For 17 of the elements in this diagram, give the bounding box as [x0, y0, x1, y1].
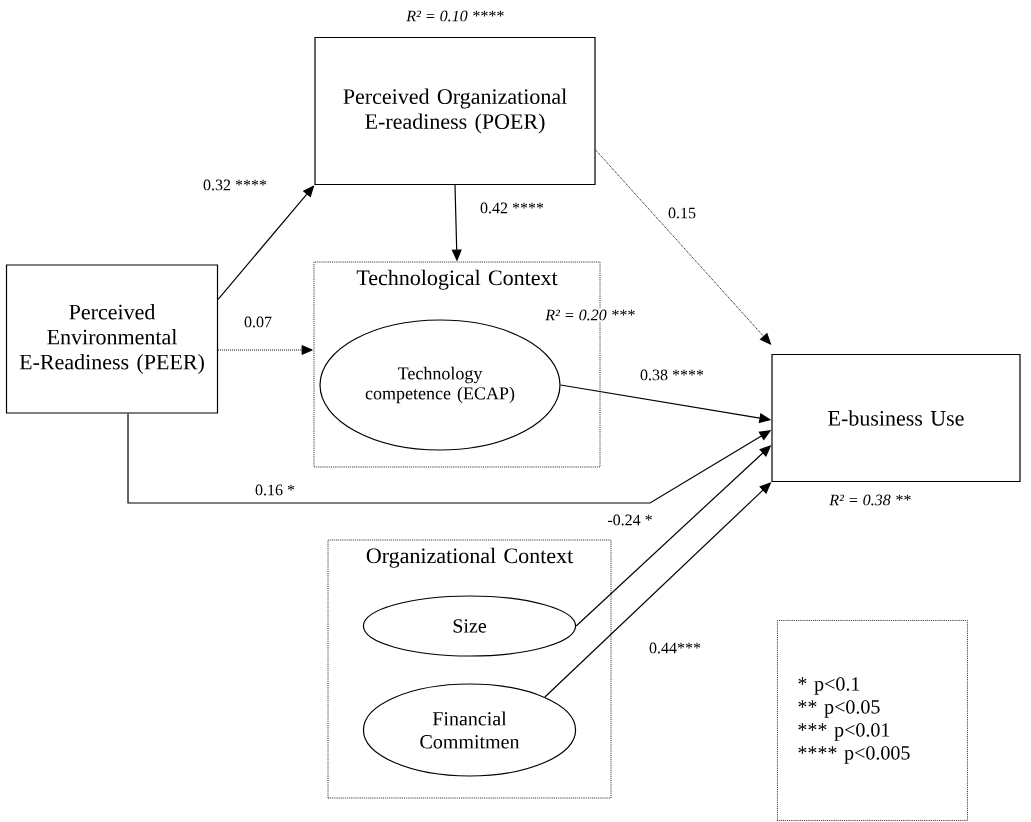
construct-box: Perceived Organizational E-readiness (POER) [314, 36, 596, 186]
edge-label: 0.38 **** [639, 368, 705, 382]
arrow [217, 345, 313, 355]
arrow [595, 149, 772, 345]
significance-key: * p<0.1 ** p<0.05 *** p<0.01 **** p<0.005 [777, 620, 968, 821]
r-squared-label: R² = 0.20 *** [544, 308, 636, 322]
edge-label: 0.44*** [648, 641, 702, 655]
edge-label: 0.16 * [254, 483, 296, 497]
edge-label: -0.24 * [606, 513, 654, 527]
r-squared-label: R² = 0.10 **** [405, 9, 505, 23]
edge-label: 0.15 [667, 206, 697, 220]
construct-box: E-business Use [771, 353, 1021, 483]
r-squared-label: R² = 0.38 ** [828, 493, 912, 507]
edge-label: 0.42 **** [479, 201, 545, 215]
construct-box: Perceived Environmental E-Readiness (PEER) [5, 264, 219, 414]
edge-label: 0.32 **** [202, 178, 268, 192]
edge-label: 0.07 [243, 315, 273, 329]
